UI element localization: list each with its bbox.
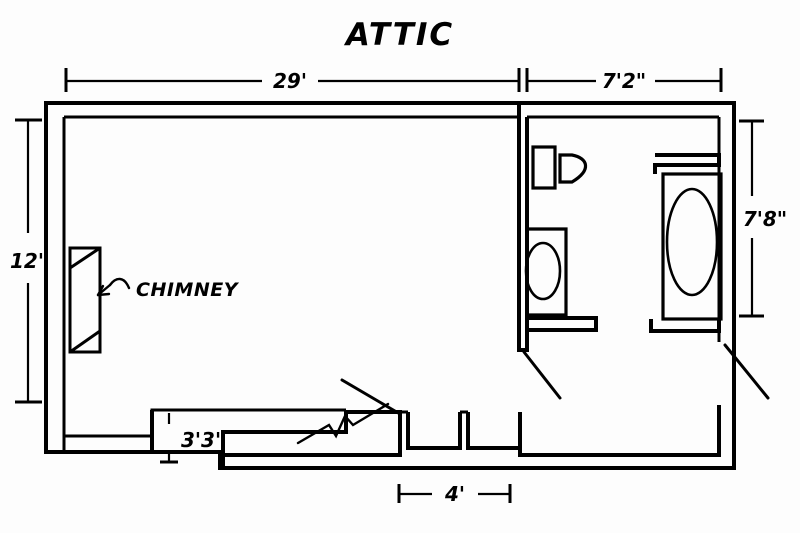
bathtub-apron-wall [649, 319, 721, 333]
dimension-top-right: 7'2" [525, 68, 723, 93]
door-leader-center [340, 378, 402, 416]
dimension-left: 12' [10, 118, 44, 404]
vanity-counter-icon [527, 227, 568, 317]
toilet-bowl-icon [558, 153, 588, 184]
dimension-label-bottom-inner: 3'3" [181, 428, 225, 452]
toilet-fixture [531, 145, 588, 190]
dimension-label-top-left: 29' [273, 69, 307, 93]
bathroom-lower-shelf-left [527, 316, 598, 332]
chimney-label: CHIMNEY [136, 279, 240, 301]
dimension-bottom-center: 4' [397, 482, 512, 506]
bottom-wall-assembly [150, 405, 721, 468]
sink-fixture [524, 227, 568, 317]
attic-outer-walls [44, 101, 736, 470]
dimension-label-bottom-center: 4' [444, 482, 465, 506]
chimney-leader-arrow [96, 277, 131, 297]
sink-basin-icon [524, 241, 562, 301]
door-leader-right [723, 343, 770, 400]
chimney-fixture [68, 246, 102, 354]
dimension-label-top-right: 7'2" [602, 69, 646, 93]
dimension-top-left: 29' [64, 68, 521, 93]
bathtub-basin-icon [665, 187, 719, 297]
bathtub-fixture [661, 172, 723, 321]
partition-break-leader [296, 402, 390, 445]
dimension-label-left: 12' [10, 249, 44, 273]
bathroom-divider-wall [517, 103, 529, 352]
bathtub-header-wall [653, 153, 721, 174]
dimension-right: 7'8" [739, 119, 787, 318]
bathtub-outline-icon [661, 172, 723, 321]
dimension-label-right: 7'8" [743, 207, 787, 231]
dimension-bottom-inner: 3'3" [160, 413, 225, 464]
page-title: ATTIC [343, 17, 454, 53]
toilet-tank-icon [531, 145, 557, 190]
door-leader-bathroom [522, 350, 562, 400]
